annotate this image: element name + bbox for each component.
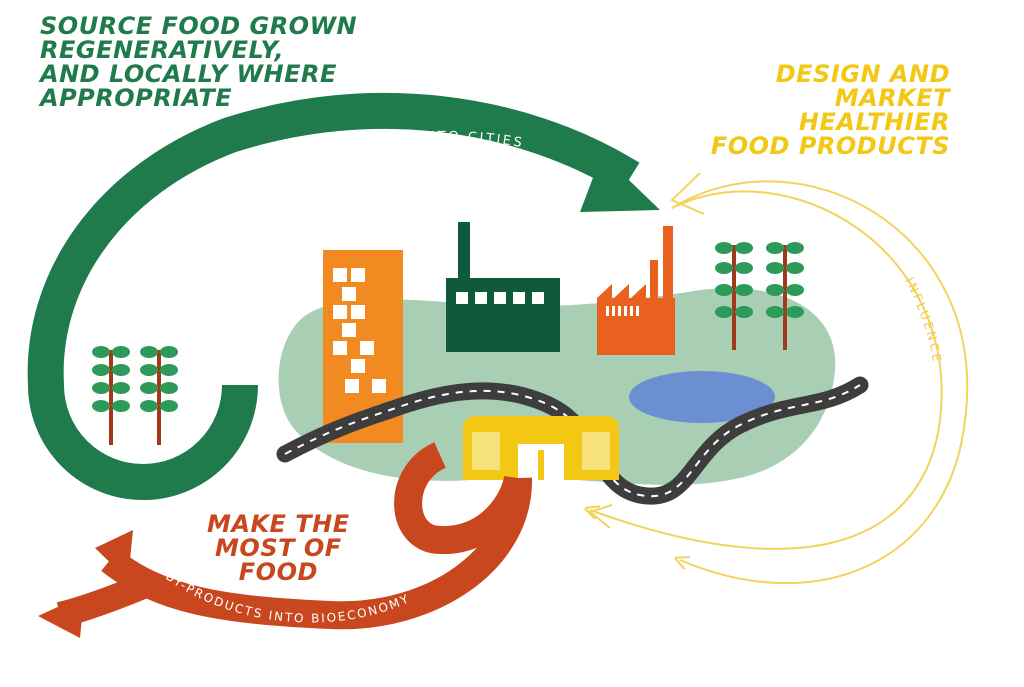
flow-label-influence: INFLUENCE bbox=[902, 275, 944, 365]
dark-green-factory bbox=[446, 222, 560, 352]
yellow-warehouse bbox=[463, 416, 619, 480]
land-area bbox=[278, 288, 836, 485]
influence-arrows bbox=[590, 172, 969, 584]
trees-right bbox=[715, 242, 804, 350]
green-flow-arrow bbox=[27, 92, 660, 500]
orange-factory bbox=[597, 226, 675, 355]
heading-source-food: SOURCE FOOD GROWN REGENERATIVELY, AND LO… bbox=[40, 12, 358, 112]
lake bbox=[629, 371, 775, 423]
heading-make-most-of-food: MAKE THE MOST OF FOOD bbox=[207, 510, 350, 586]
trees-in-circle bbox=[92, 346, 178, 445]
heading-design-market: DESIGN AND MARKET HEALTHIER FOOD PRODUCT… bbox=[710, 60, 950, 160]
by-products-arrow bbox=[38, 442, 533, 638]
